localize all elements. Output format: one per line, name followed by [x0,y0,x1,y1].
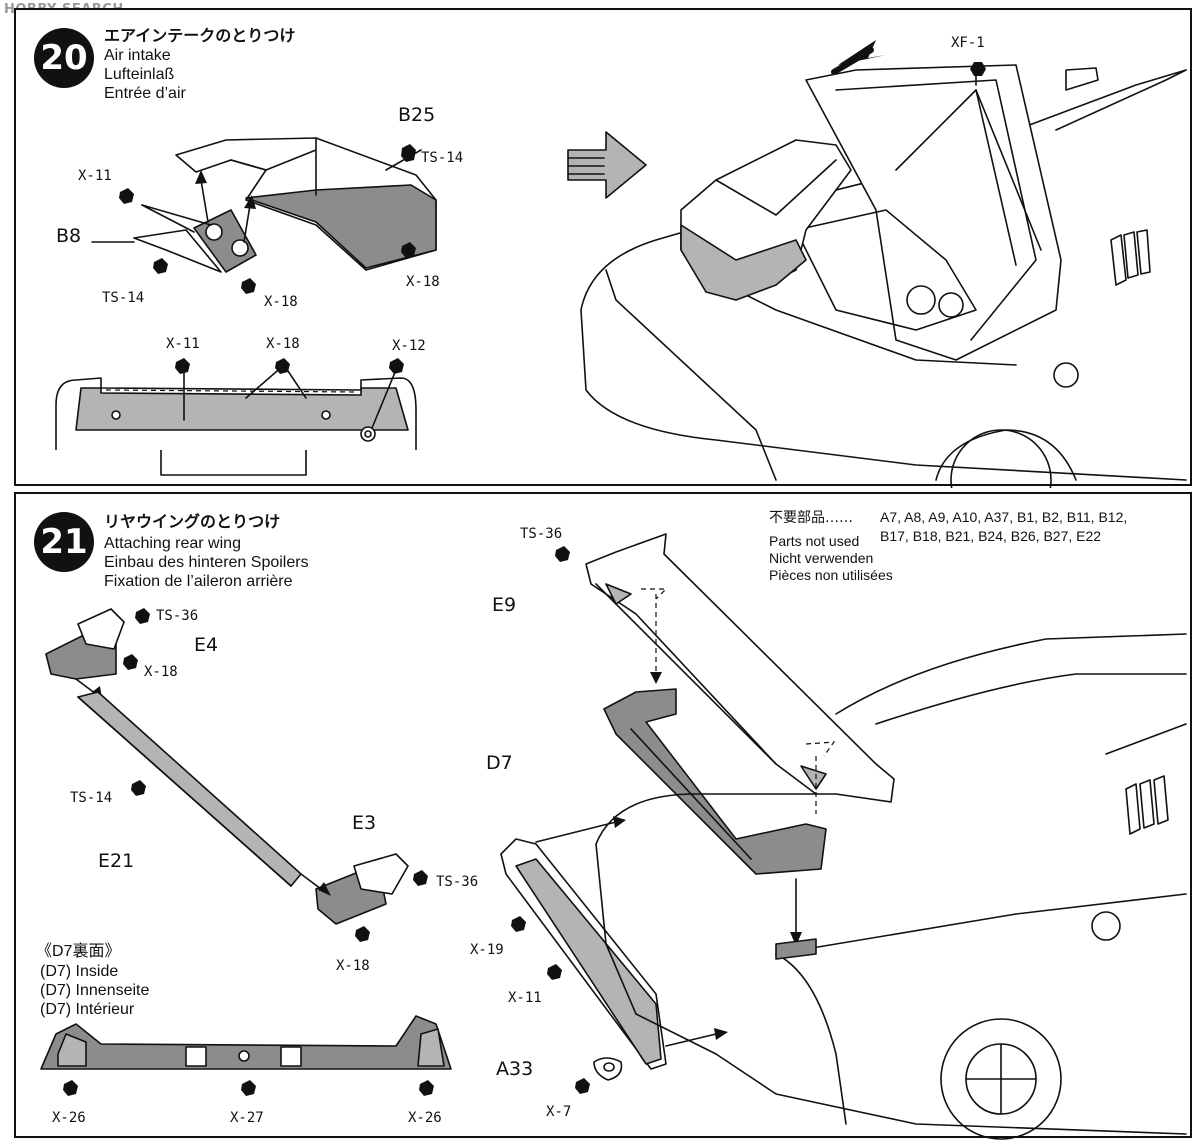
paint-hex-icons [119,144,416,374]
step-20-title-en: Air intake [104,47,171,64]
part-e4-label: E4 [194,634,219,656]
paint-ts36-label: TS-36 [436,874,479,890]
d7-inside-jp: 《D7裏面》 [36,943,121,960]
step-20-title-fr: Entrée d’air [104,85,186,102]
paint-x19-label: X-19 [470,942,504,958]
step-21-title-jp: リヤウイングのとりつけ [104,512,281,531]
part-a33-label: A33 [496,1058,534,1080]
not-used-parts-2: B17, B18, B21, B24, B26, B27, E22 [880,528,1102,544]
paint-ts36-label: TS-36 [520,526,563,542]
paint-x18-label: X-18 [406,274,440,290]
paint-x18-label: X-18 [336,958,370,974]
paint-x26-label: X-26 [408,1110,442,1126]
paint-x12-label: X-12 [392,338,426,354]
d7-inside-en: (D7) Inside [40,963,119,980]
paint-x26-label: X-26 [52,1110,86,1126]
paint-xf1-label: XF-1 [951,35,985,51]
step-21-illustration [40,533,1187,1140]
d7-inside-de: (D7) Innenseite [40,982,150,999]
step-21-panel: 21 リヤウイングのとりつけ Attaching rear wing Einba… [14,492,1192,1140]
paint-x18-label: X-18 [266,336,300,352]
step-21-title-fr: Fixation de l’aileron arrière [104,573,293,590]
paint-x11-label: X-11 [508,990,542,1006]
step-20-title-de: Lufteinlaß [104,66,175,83]
step-21-title-en: Attaching rear wing [104,535,241,552]
step-20-number: 20 [34,28,94,88]
d7-inside-fr: (D7) Intérieur [40,1001,135,1018]
not-used-parts: A7, A8, A9, A10, A37, B1, B2, B11, B12, [880,509,1128,525]
not-used-fr: Pièces non utilisées [769,567,893,583]
paint-x11-label: X-11 [166,336,200,352]
paint-hex-icons [63,546,590,1096]
not-used-en: Parts not used [769,533,860,549]
part-e21-label: E21 [98,850,135,872]
step-20-title-jp: エアインテークのとりつけ [104,26,296,45]
paint-x11-label: X-11 [78,168,112,184]
part-b25-label: B25 [398,104,436,126]
part-d7-label: D7 [486,752,513,774]
step-21-number: 21 [34,512,94,572]
not-used-jp: 不要部品…… [769,510,853,526]
paint-x18-label: X-18 [144,664,178,680]
paint-x7-label: X-7 [546,1104,572,1120]
paint-ts14-label: TS-14 [102,290,145,306]
not-used-de: Nicht verwenden [769,550,874,566]
step-20-illustration [55,40,1187,488]
paint-x18-label: X-18 [264,294,298,310]
part-b8-label: B8 [56,225,82,247]
paint-hex-xf1 [970,62,986,76]
part-e3-label: E3 [352,812,377,834]
paint-ts14-label: TS-14 [70,790,113,806]
paint-ts36-label: TS-36 [156,608,199,624]
paint-x27-label: X-27 [230,1110,264,1126]
step-20-panel: 20 エアインテークのとりつけ Air intake Lufteinlaß En… [14,8,1192,488]
paint-ts14-label: TS-14 [421,150,464,166]
step-21-title-de: Einbau des hinteren Spoilers [104,554,309,571]
part-e9-label: E9 [492,594,517,616]
